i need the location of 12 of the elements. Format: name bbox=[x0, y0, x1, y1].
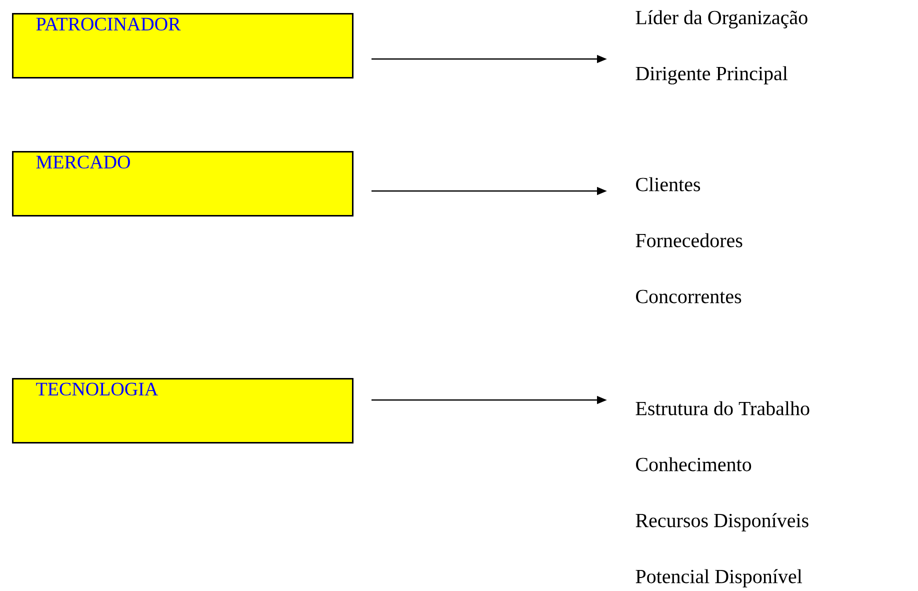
list-item: Concorrentes bbox=[636, 290, 742, 304]
list-item: Conhecimento bbox=[636, 457, 752, 472]
list-item: Líder da Organização bbox=[636, 10, 808, 28]
list-item: Dirigente Principal bbox=[636, 66, 788, 84]
list-item: Recursos Disponíveis bbox=[636, 513, 808, 532]
list-item: Fornecedores bbox=[636, 233, 742, 248]
list-item: Estrutura do Trabalho bbox=[636, 401, 810, 416]
label-box: MERCADO bbox=[12, 151, 354, 216]
list-item: Clientes bbox=[636, 177, 700, 192]
label-box: PATROCINADOR bbox=[12, 13, 354, 78]
label-box: TECNOLOGIA bbox=[12, 378, 354, 444]
list-item: Potencial Disponível bbox=[636, 569, 802, 588]
